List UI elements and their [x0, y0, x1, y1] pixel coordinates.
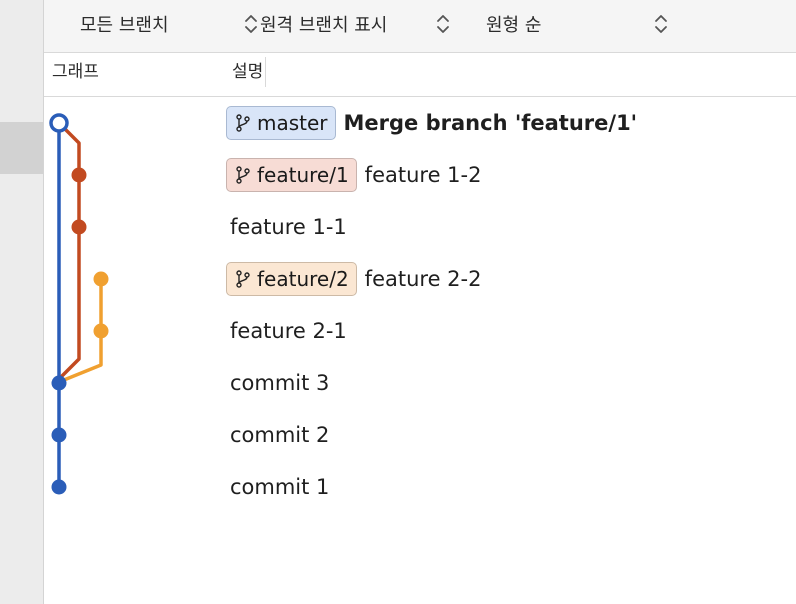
- commit-message: feature 1-2: [364, 163, 482, 187]
- commit-row[interactable]: feature 2-1: [226, 305, 347, 357]
- commit-row[interactable]: master Merge branch 'feature/1': [226, 97, 637, 149]
- description-column-header[interactable]: 설명: [232, 62, 264, 82]
- commit-row[interactable]: commit 2: [226, 409, 329, 461]
- branch-tag-feature-2[interactable]: feature/2: [226, 262, 357, 296]
- commit-row[interactable]: commit 1: [226, 461, 329, 513]
- branch-tag-label: feature/2: [257, 267, 349, 291]
- commit-dot-commit-1: [51, 479, 67, 495]
- commit-dot-commit-3: [51, 375, 67, 391]
- sort-order-popup[interactable]: 원형 순: [486, 0, 676, 48]
- commit-message: commit 3: [230, 371, 330, 395]
- feature1-branch-line: [57, 121, 81, 381]
- up-down-chevron-icon: [655, 15, 667, 33]
- graph-column-header[interactable]: 그래프: [52, 62, 99, 82]
- commit-message: feature 2-2: [364, 267, 482, 291]
- sort-order-label: 원형 순: [486, 15, 542, 36]
- remote-branches-label: 원격 브랜치 표시: [260, 15, 388, 36]
- commit-dot-feature-1-1: [71, 219, 87, 235]
- sidebar: [0, 0, 44, 604]
- commit-dot-feature-1-2: [71, 167, 87, 183]
- up-down-chevron-icon: [437, 15, 449, 33]
- commit-message: feature 1-1: [230, 215, 347, 239]
- commit-dot-feature-2-2: [93, 271, 109, 287]
- branch-tag-feature-1[interactable]: feature/1: [226, 158, 357, 192]
- commit-message: commit 1: [230, 475, 330, 499]
- commit-dot-commit-2: [51, 427, 67, 443]
- commit-row[interactable]: feature/1 feature 1-2: [226, 149, 481, 201]
- up-down-chevron-icon: [245, 15, 257, 33]
- column-divider[interactable]: [265, 57, 266, 87]
- column-header: 그래프 설명: [44, 53, 796, 97]
- branch-tag-label: feature/1: [257, 163, 349, 187]
- commit-dot-feature-2-1: [93, 323, 109, 339]
- remote-branches-popup[interactable]: 원격 브랜치 표시: [260, 0, 450, 48]
- commit-message: commit 2: [230, 423, 330, 447]
- branches-filter-popup[interactable]: 모든 브랜치: [80, 0, 257, 48]
- sidebar-selected-item[interactable]: [0, 122, 43, 174]
- branches-filter-label: 모든 브랜치: [80, 15, 169, 36]
- branch-icon: [236, 270, 250, 288]
- commit-message: Merge branch 'feature/1': [343, 111, 638, 135]
- commit-row[interactable]: feature 1-1: [226, 201, 347, 253]
- toolbar: 모든 브랜치 원격 브랜치 표시 원형 순: [44, 0, 796, 53]
- commit-row[interactable]: feature/2 feature 2-2: [226, 253, 481, 305]
- branch-tag-label: master: [257, 111, 328, 135]
- commit-graph: [49, 113, 109, 495]
- feature2-branch-line: [58, 279, 103, 384]
- commit-row[interactable]: commit 3: [226, 357, 329, 409]
- branch-icon: [236, 166, 250, 184]
- commit-message: feature 2-1: [230, 319, 347, 343]
- branch-icon: [236, 114, 250, 132]
- commit-dot-merge: [49, 113, 69, 133]
- branch-tag-master[interactable]: master: [226, 106, 336, 140]
